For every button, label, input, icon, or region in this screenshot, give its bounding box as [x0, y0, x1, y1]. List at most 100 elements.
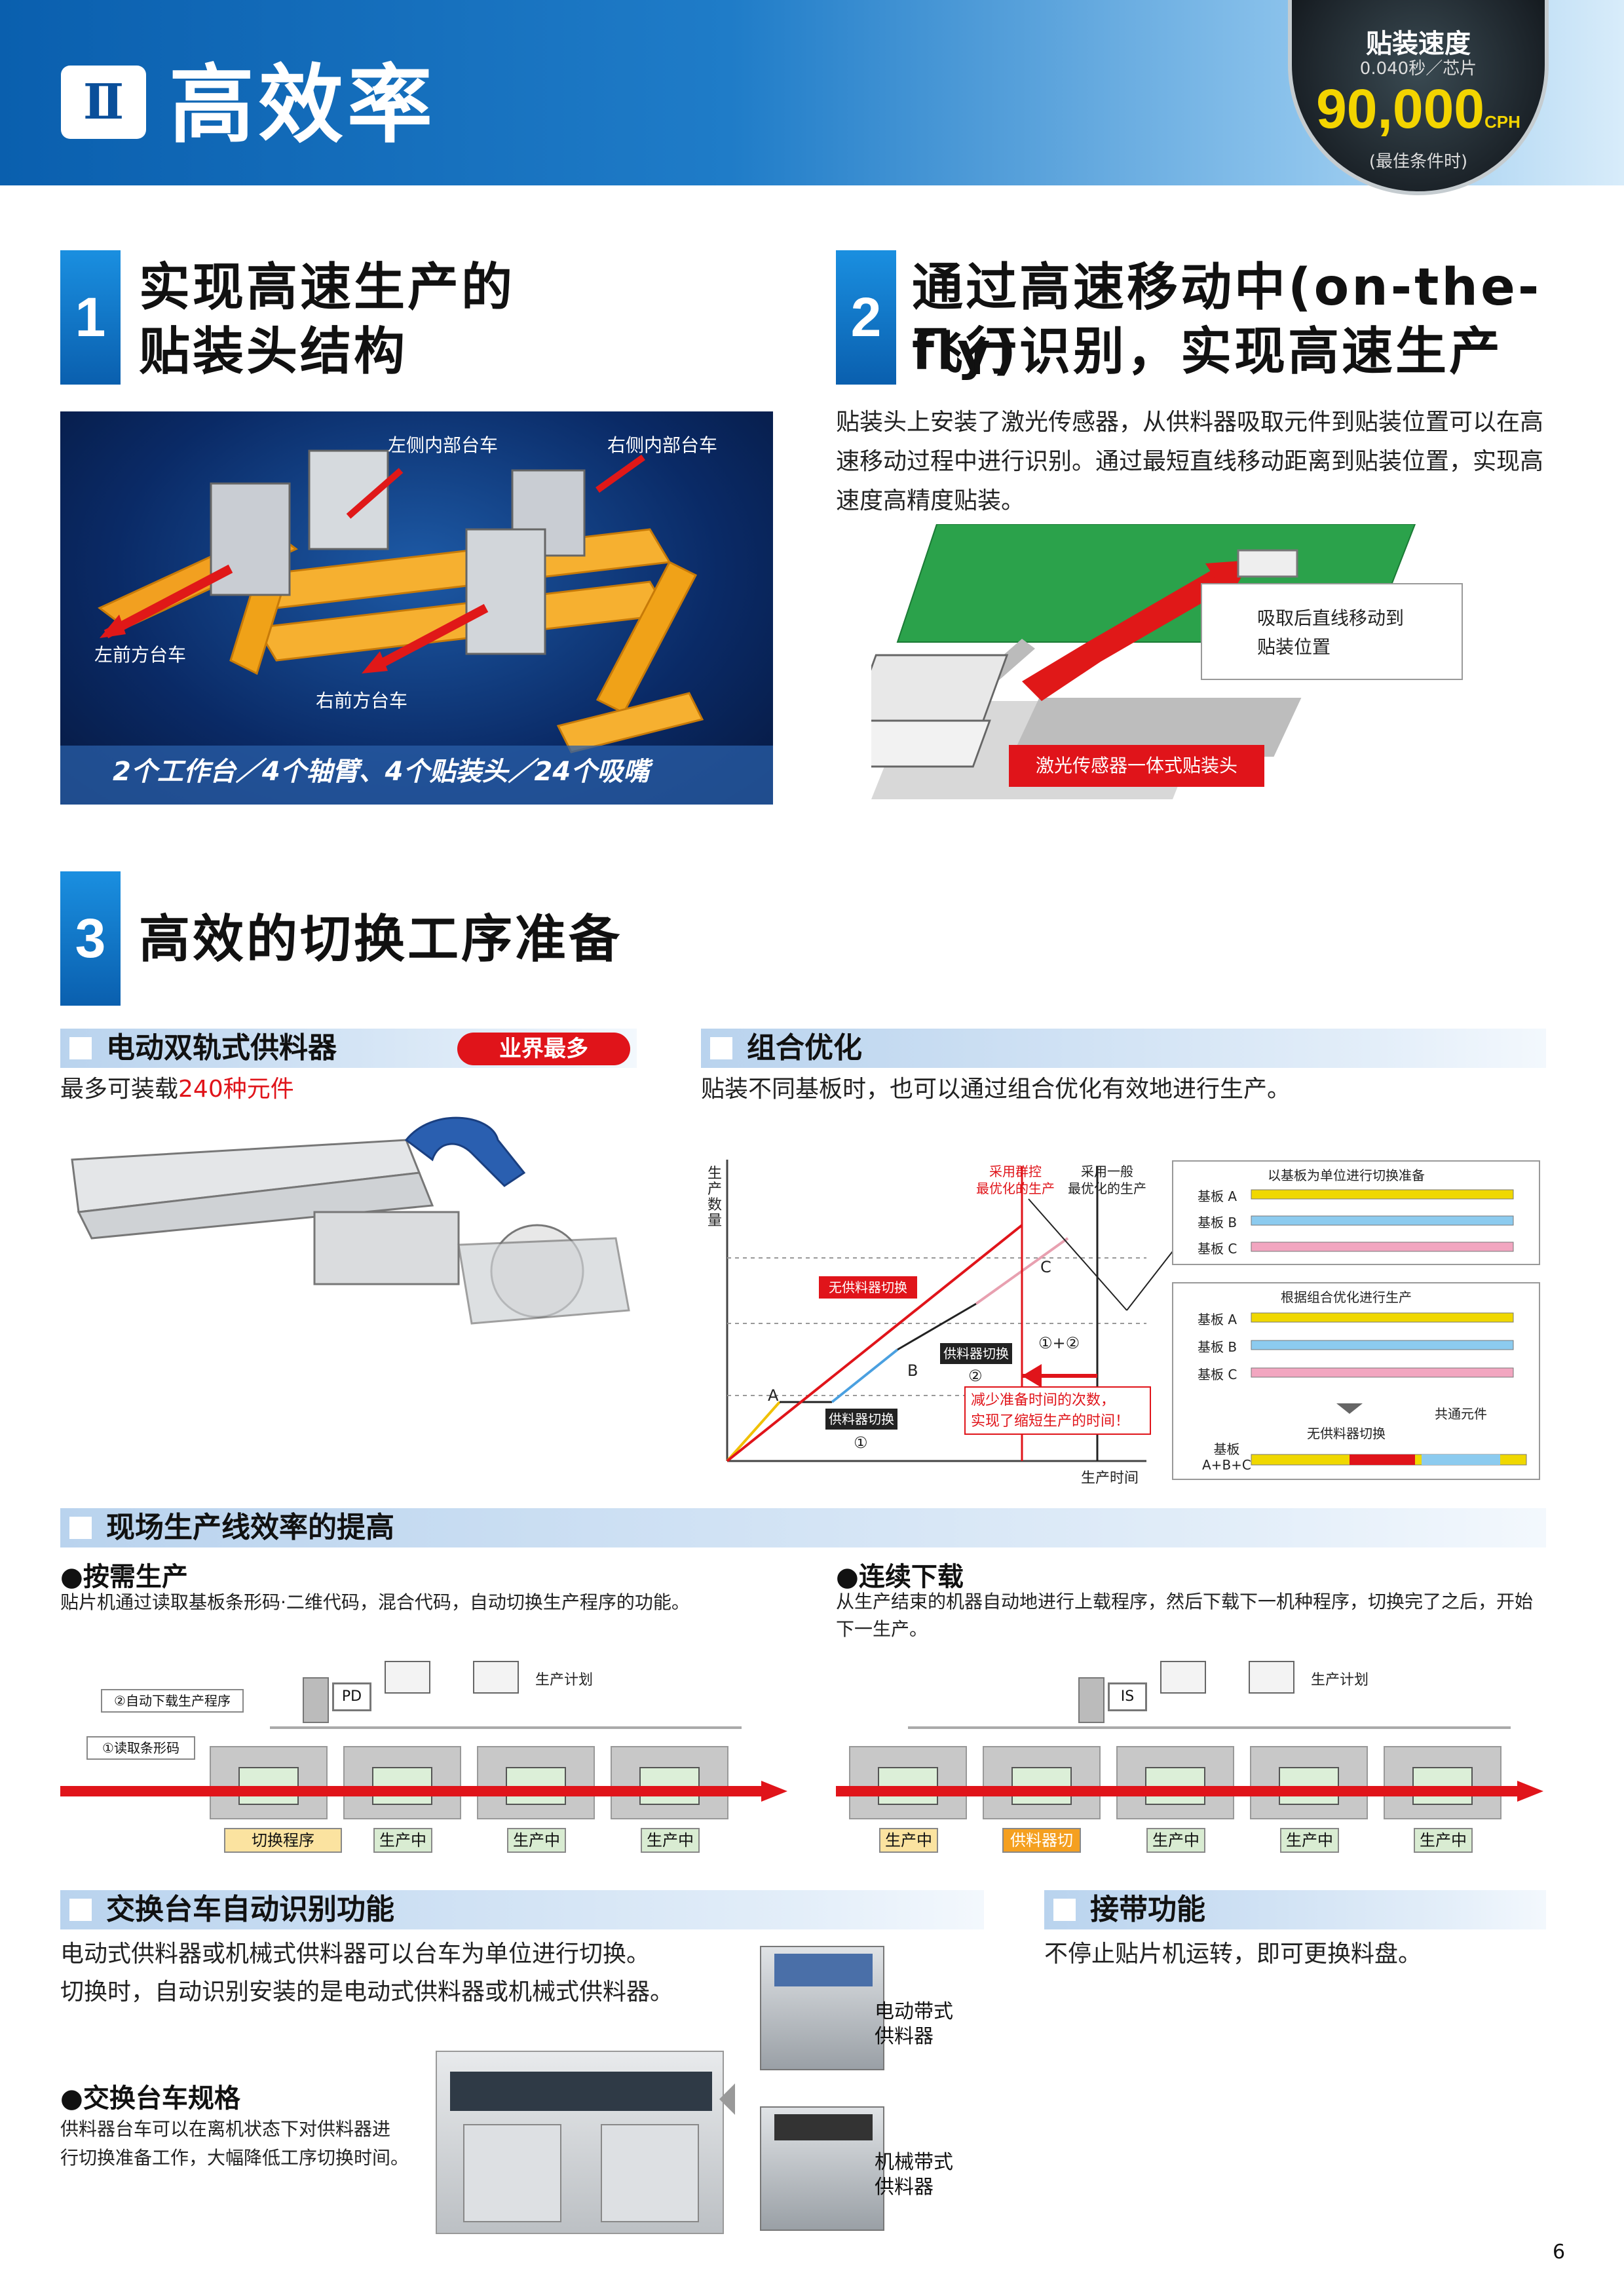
cont-machine-1: [849, 1746, 967, 1819]
cont-status-feeder-switch: 供料器切换: [1002, 1828, 1081, 1872]
splice-bar: 接带功能: [1044, 1890, 1546, 1929]
cont-plan-label: 生产计划: [1311, 1672, 1369, 1688]
head-image-caption: 2个工作台／4个轴臂、4个贴装头／24个吸嘴: [113, 757, 650, 787]
chart-ylabel: 生产数量: [708, 1166, 723, 1229]
plan-board-2: [473, 1661, 519, 1694]
conveyor-arrow: [761, 1781, 787, 1802]
chart-point-c: C: [1040, 1258, 1051, 1276]
status-switch-program: 切换程序: [224, 1828, 342, 1853]
machine-1: [210, 1746, 328, 1819]
mounter-image: [436, 2051, 724, 2234]
machine-2: [343, 1746, 461, 1819]
machine-4: [611, 1746, 728, 1819]
splice-text: 不停止贴片机运转，即可更换料盘。: [1044, 1941, 1422, 1967]
cart-bar: 交换台车自动识别功能: [60, 1890, 984, 1929]
section-2-body: 贴装头上安装了激光传感器，从供料器吸取元件到贴装位置可以在高速移动过程中进行识别…: [836, 409, 1544, 514]
cont-plan-board-1: [1160, 1661, 1206, 1694]
page-title: 高效率: [169, 55, 437, 155]
read-barcode-label: ①读取条形码: [86, 1736, 195, 1760]
laser-sensor-illustration: [827, 523, 1416, 799]
callout-line1: 吸取后直线移动到: [1257, 607, 1405, 629]
cont-machine-4: [1250, 1746, 1368, 1819]
cont-machine-5: [1384, 1746, 1501, 1819]
panel2-board-b: 基板 B: [1198, 1339, 1237, 1355]
badge-label: 贴装速度: [1366, 29, 1471, 59]
section-number-2: 2: [836, 250, 896, 385]
continuous-title: ●连续下载: [836, 1562, 964, 1592]
page-number: 6: [1553, 2241, 1566, 2264]
chart-switch-label-1: 供料器切换: [825, 1409, 897, 1430]
label-left-front-cart: 左前方台车: [94, 644, 187, 666]
plan-label: 生产计划: [535, 1672, 594, 1688]
panel2-board-a: 基板 A: [1198, 1312, 1237, 1327]
cont-plan-board-2: [1249, 1661, 1294, 1694]
combo-text: 贴装不同基板时，也可以通过组合优化有效地进行生产。: [701, 1076, 1291, 1103]
chart-xlabel: 生产时间: [1081, 1470, 1139, 1487]
cont-status-3: 生产中: [1146, 1828, 1205, 1853]
laser-sensor-diagram: [827, 523, 1461, 812]
chapter-number: Ⅱ: [61, 66, 146, 139]
combo-chart: 生产数量 生产时间 采用群控最优化的生产 采用一般最优化的生产 无供料器切换 供…: [701, 1153, 1546, 1487]
status-producing-3: 生产中: [641, 1828, 700, 1853]
label-right-front-cart: 右前方台车: [316, 690, 408, 712]
continuous-diagram: 生产计划 IS 生产中 供料器切换 生产中 生产中 生产中: [836, 1644, 1563, 1872]
chart-circle-1: ①: [854, 1433, 868, 1452]
panel2-no-switch: 无供料器切换: [1307, 1426, 1386, 1441]
cart-arrow: [719, 2083, 735, 2115]
panel1-board-c: 基板 C: [1198, 1241, 1237, 1257]
chart-normal-opt: 采用一般最优化的生产: [1068, 1164, 1146, 1196]
callout-line2: 贴装位置: [1257, 636, 1331, 658]
cont-status-4: 生产中: [1280, 1828, 1339, 1853]
panel1-board-b: 基板 B: [1198, 1215, 1237, 1230]
feeder-illustration: [71, 1116, 630, 1325]
badge-sub: 0.040秒／芯片: [1359, 59, 1477, 79]
section-1-title-line2: 贴装头结构: [139, 322, 408, 381]
feeder-image: [66, 1114, 655, 1363]
electric-cart-image: [760, 1946, 884, 2070]
label-right-inner-cart: 右侧内部台车: [607, 434, 718, 456]
label-left-inner-cart: 左侧内部台车: [388, 434, 499, 456]
feeder-highlight: 240种元件: [178, 1076, 294, 1103]
section-number-3: 3: [60, 871, 121, 1006]
conveyor-line: [60, 1786, 761, 1796]
chart-point-a: A: [768, 1386, 779, 1405]
cont-status-1: 生产中: [879, 1828, 938, 1853]
cont-conveyor-line: [836, 1786, 1517, 1796]
combo-bar: 组合优化: [701, 1029, 1546, 1068]
badge-note: (最佳条件时): [1369, 152, 1468, 172]
chart-circle-2: ②: [968, 1367, 983, 1385]
electric-feeder-label: 电动带式供料器: [875, 2000, 953, 2048]
pc-monitor: PD: [332, 1682, 371, 1711]
cart-text-1: 电动式供料器或机械式供料器可以台车为单位进行切换。: [60, 1941, 651, 1967]
chart-switch-label-2: 供料器切换: [940, 1343, 1012, 1364]
feeder-text: 最多可装载240种元件: [60, 1076, 294, 1103]
panel1-board-a: 基板 A: [1198, 1188, 1237, 1204]
status-producing-1: 生产中: [373, 1828, 432, 1853]
cont-machine-3: [1116, 1746, 1234, 1819]
cart-text-2: 切换时，自动识别安装的是电动式供料器或机械式供料器。: [60, 1979, 674, 2005]
industry-best-pill: 业界最多: [457, 1033, 630, 1065]
mechanical-cart-image: [760, 2106, 884, 2231]
cont-pc-tower: [1078, 1677, 1105, 1723]
mechanical-feeder-label: 机械带式供料器: [875, 2151, 953, 2199]
cart-spec-text: 供料器台车可以在离机状态下对供料器进行切换准备工作，大幅降低工序切换时间。: [60, 2118, 409, 2169]
speed-badge: 贴装速度 0.040秒／芯片 90,000CPH (最佳条件时): [1288, 0, 1549, 195]
section-2-title-line2: 飞行识别，实现高速生产: [912, 322, 1503, 381]
section-3-title: 高效的切换工序准备: [139, 910, 623, 969]
chart-group-opt: 采用群控最优化的生产: [976, 1164, 1055, 1196]
on-demand-title: ●按需生产: [60, 1562, 188, 1592]
on-demand-diagram: 生产计划 PD ②自动下载生产程序 ①读取条形码 切换程序 生产中 生产中 生产…: [60, 1644, 787, 1854]
chart-note: 减少准备时间的次数，实现了缩短生产的时间！: [964, 1386, 1151, 1435]
cart-spec-title: ●交换台车规格: [60, 2083, 240, 2114]
plan-board-1: [385, 1661, 430, 1694]
move-callout: 吸取后直线移动到 贴装位置: [1201, 583, 1463, 680]
cont-pc-monitor: IS: [1108, 1682, 1147, 1711]
panel2-title: 根据组合优化进行生产: [1281, 1289, 1412, 1305]
status-producing-2: 生产中: [507, 1828, 566, 1853]
on-demand-text: 贴片机通过读取基板条形码·二维代码，混合代码，自动切换生产程序的功能。: [60, 1591, 690, 1613]
cont-machine-2: [983, 1746, 1101, 1819]
auto-download-label: ②自动下载生产程序: [101, 1689, 244, 1713]
machine-3: [477, 1746, 595, 1819]
section-number-1: 1: [60, 250, 121, 385]
section-1-title-line1: 实现高速生产的: [139, 258, 516, 317]
